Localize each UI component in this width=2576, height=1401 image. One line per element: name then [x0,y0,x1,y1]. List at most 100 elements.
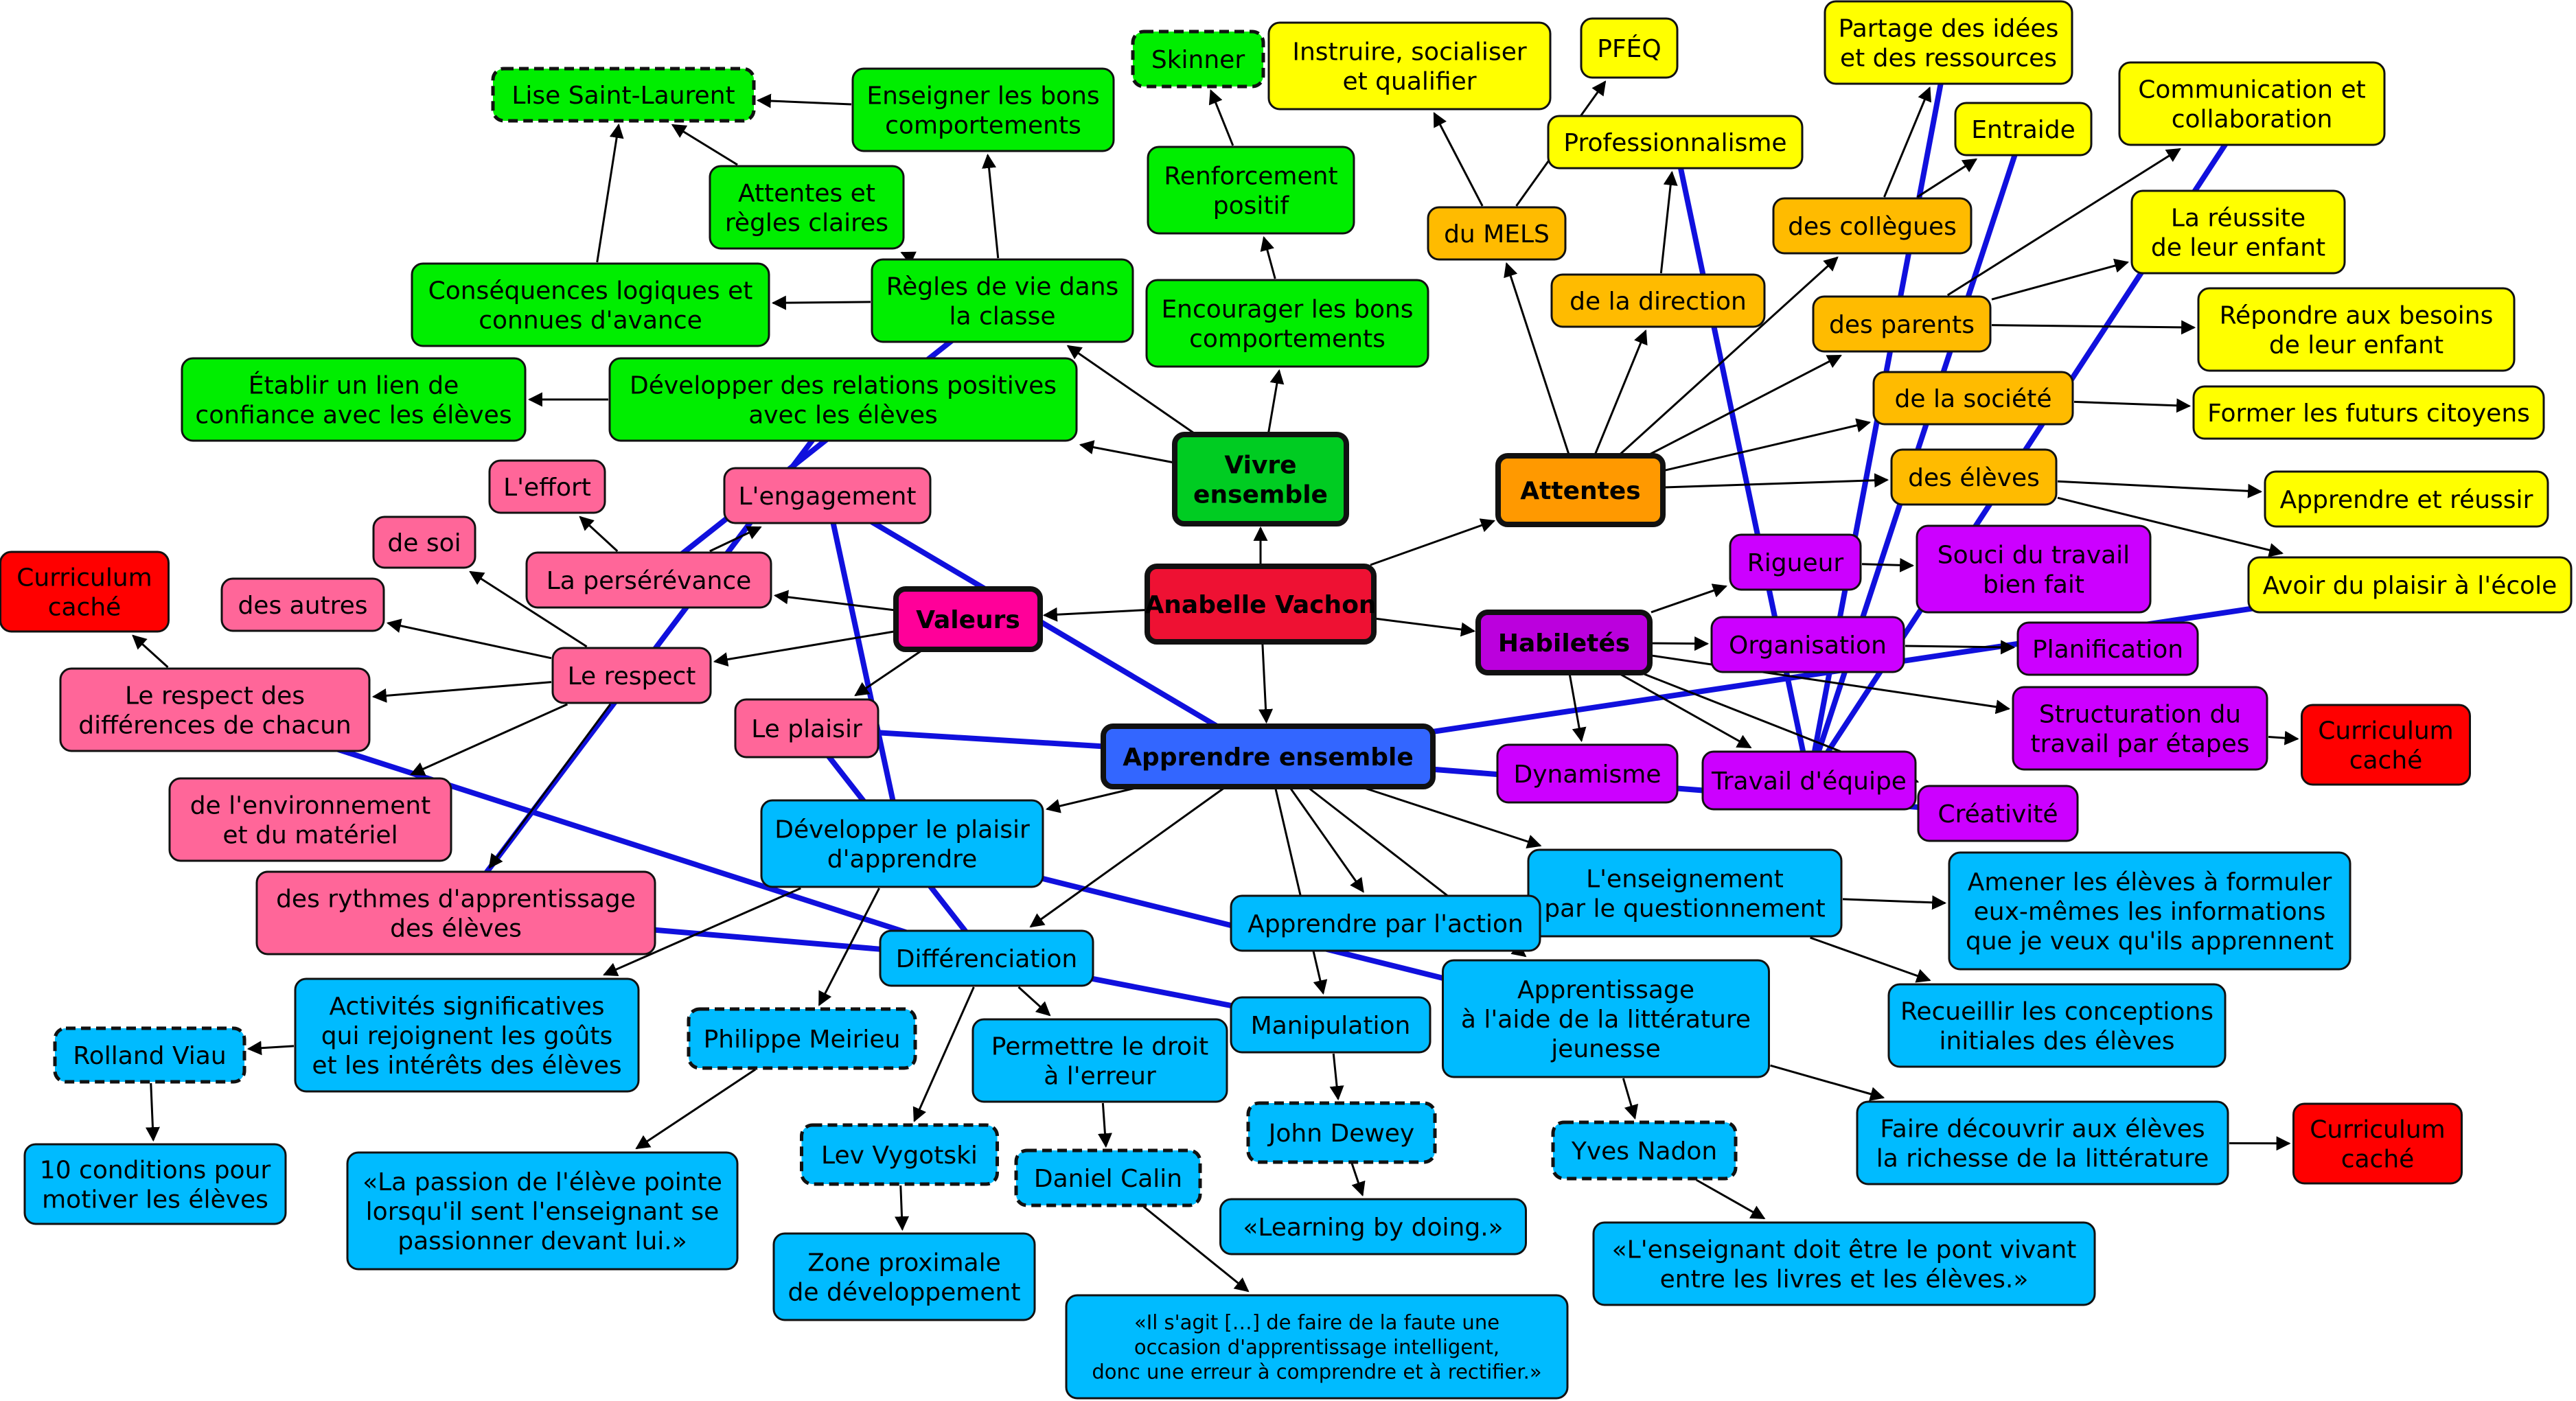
node-label-line: Manipulation [1251,1012,1411,1040]
arrow-valeurs-to-perseverance [773,590,895,612]
arrow-anabelle-to-valeurs [1042,607,1147,622]
node-organisation[interactable]: Organisation [1710,616,1905,673]
node-former[interactable]: Former les futurs citoyens [2192,385,2545,440]
node-label: Le respect [568,662,696,691]
node-rigueur[interactable]: Rigueur [1729,533,1862,591]
node-habiletes[interactable]: Habiletés [1475,610,1653,675]
node-label-line: passionner devant lui.» [398,1227,687,1255]
node-viau[interactable]: Rolland Viau [53,1026,246,1084]
node-label-line: Apprendre par l'action [1247,910,1523,938]
node-box [1230,894,1541,952]
node-differenciation[interactable]: Différenciation [879,929,1094,987]
node-box [2118,61,2386,146]
node-manipulation[interactable]: Manipulation [1230,996,1431,1054]
node-effort[interactable]: L'effort [488,459,606,514]
node-mels[interactable]: du MELS [1427,206,1567,261]
node-planification[interactable]: Planification [2016,621,2199,676]
node-engagement[interactable]: L'engagement [723,467,932,524]
node-label: Valeurs [916,606,1020,634]
node-label-line: avec les élèves [748,401,938,429]
node-action[interactable]: Apprendre par l'action [1230,894,1541,952]
node-label-line: de développement [788,1278,1021,1306]
node-pfeq[interactable]: PFÉQ [1580,17,1679,79]
node-perseverance[interactable]: La persérévance [525,551,772,609]
node-desoi[interactable]: de soi [372,516,476,569]
node-skinner[interactable]: Skinner [1131,30,1265,89]
node-entraide[interactable]: Entraide [1954,102,2093,157]
node-valeurs[interactable]: Valeurs [893,586,1043,652]
node-plaisir_ecole[interactable]: Avoir du plaisir à l'école [2247,556,2573,614]
node-dewey[interactable]: John Dewey [1246,1101,1437,1164]
arrow-habiletes-to-organisation [1651,636,1710,651]
arrow-nadon-to-pont [1696,1179,1766,1220]
node-calin[interactable]: Daniel Calin [1014,1148,1202,1207]
node-eleves[interactable]: des élèves [1890,448,2058,506]
node-apprendre[interactable]: Apprendre ensemble [1101,723,1436,789]
node-autres[interactable]: des autres [220,577,385,632]
node-meirieu[interactable]: Philippe Meirieu [687,1007,917,1070]
node-label: Dynamisme [1514,761,1661,789]
node-plaisir[interactable]: Le plaisir [734,698,879,759]
node-label: Manipulation [1251,1012,1411,1040]
node-nadon[interactable]: Yves Nadon [1551,1120,1738,1181]
node-vygotski[interactable]: Lev Vygotski [800,1123,999,1186]
node-travail_equipe[interactable]: Travail d'équipe [1701,750,1917,811]
node-learning[interactable]: «Learning by doing.» [1219,1198,1527,1255]
node-attentes[interactable]: Attentes [1495,453,1666,527]
node-direction[interactable]: de la direction [1550,273,1766,328]
node-respect[interactable]: Le respect [551,647,712,704]
node-creativite[interactable]: Créativité [1917,785,2079,842]
node-societe[interactable]: de la société [1872,371,2074,426]
node-professionnalisme[interactable]: Professionnalisme [1547,115,1804,170]
node-label-line: positif [1213,192,1290,220]
node-box [0,551,170,633]
node-collegues[interactable]: des collègues [1772,197,1973,255]
node-dynamisme[interactable]: Dynamisme [1496,743,1679,804]
node-box [1246,1101,1437,1164]
node-anabelle[interactable]: Anabelle Vachon [1145,564,1377,645]
node-lise[interactable]: Lise Saint-Laurent [491,67,756,123]
node-apprendre_reussir[interactable]: Apprendre et réussir [2264,470,2549,528]
node-parents[interactable]: des parents [1812,295,1992,353]
